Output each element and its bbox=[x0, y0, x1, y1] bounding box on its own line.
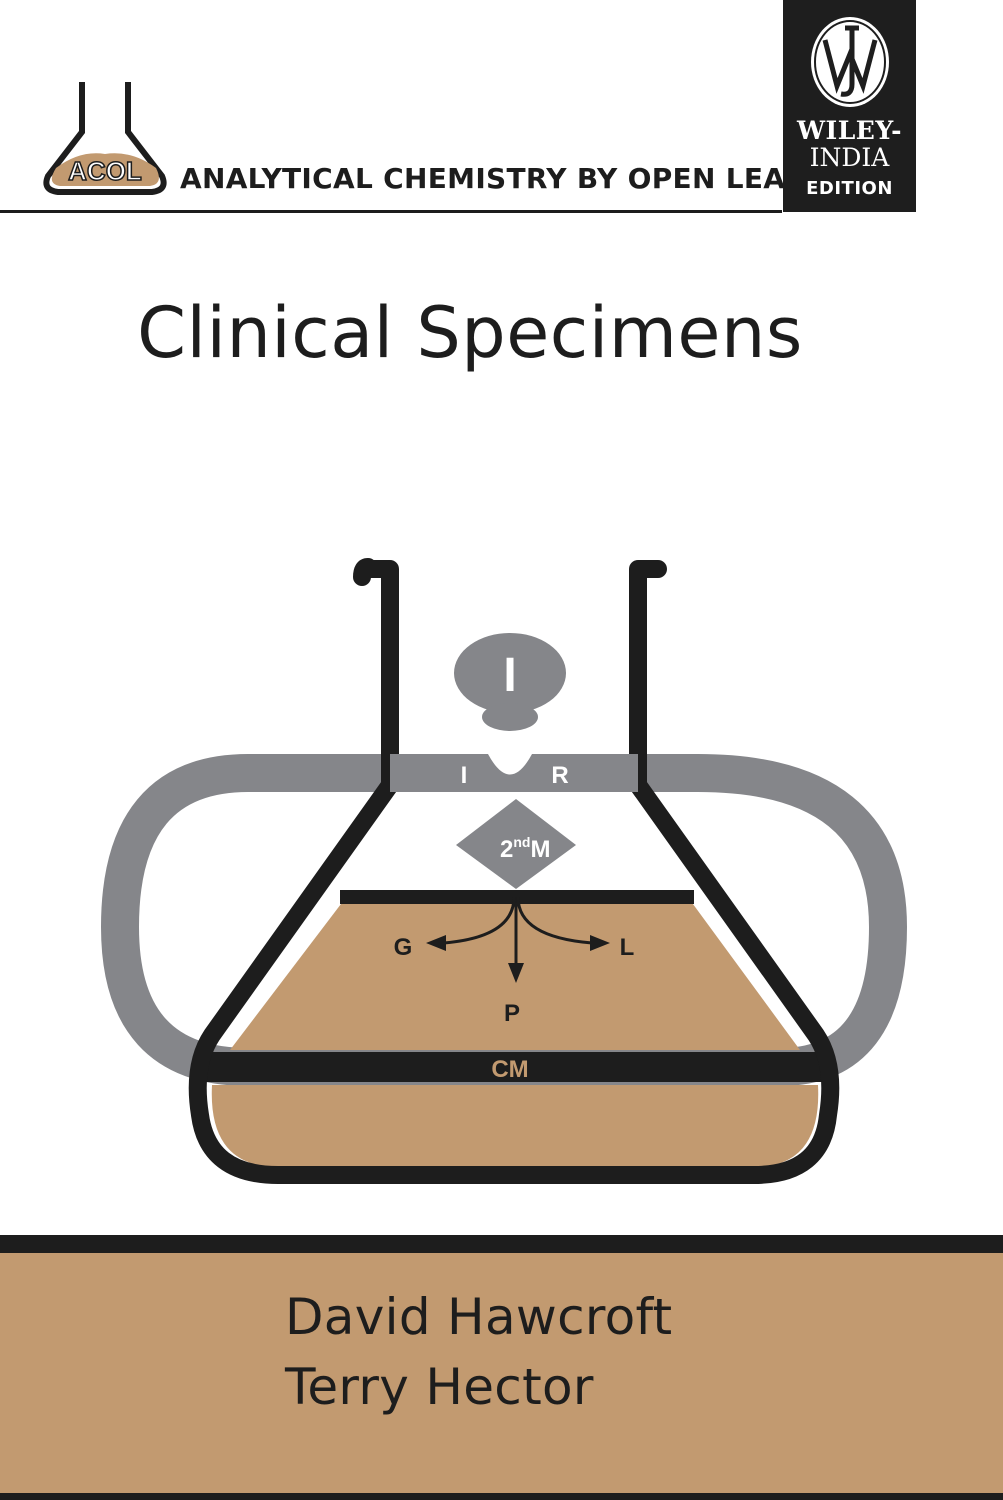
publisher-logo-block: WILEY- INDIA EDITION bbox=[783, 0, 916, 212]
label-ring-left: I bbox=[461, 762, 468, 789]
flask-illustration: CM I R I 2ndM G L P bbox=[100, 558, 908, 1184]
series-title: ANALYTICAL CHEMISTRY BY OPEN LEARNING bbox=[180, 162, 889, 195]
book-title: Clinical Specimens bbox=[137, 292, 803, 374]
publisher-line-2: INDIA bbox=[809, 143, 890, 172]
flask-base-liquid bbox=[211, 1085, 819, 1167]
label-top-bulb: I bbox=[503, 649, 516, 702]
publisher-line-1: WILEY- bbox=[796, 116, 903, 145]
author-name: Terry Hector bbox=[285, 1358, 594, 1416]
svg-text:2ndM: 2ndM bbox=[500, 834, 550, 863]
series-logo-text: ACOL bbox=[68, 156, 142, 186]
publisher-emblem-icon bbox=[811, 17, 889, 107]
flask-outline bbox=[188, 558, 840, 1184]
base-band bbox=[206, 1052, 824, 1082]
author-bar bbox=[0, 1253, 1003, 1493]
label-p: P bbox=[504, 1000, 520, 1027]
label-diamond-main: 2 bbox=[500, 836, 513, 863]
label-diamond-tail: M bbox=[530, 836, 550, 863]
label-ring-right: R bbox=[551, 762, 568, 789]
author-bar-top-rule bbox=[0, 1235, 1003, 1253]
label-cm: CM bbox=[491, 1056, 528, 1083]
top-bulb bbox=[454, 633, 566, 713]
label-l: L bbox=[620, 934, 635, 961]
label-diamond-sup: nd bbox=[513, 834, 530, 850]
header-rule bbox=[0, 210, 782, 213]
label-g: G bbox=[394, 934, 413, 961]
diamond bbox=[456, 799, 576, 889]
publisher-line-3: EDITION bbox=[806, 178, 893, 199]
author-name: David Hawcroft bbox=[285, 1288, 673, 1346]
author-bar-bottom-rule bbox=[0, 1493, 1003, 1500]
series-logo: ACOL bbox=[43, 82, 167, 195]
